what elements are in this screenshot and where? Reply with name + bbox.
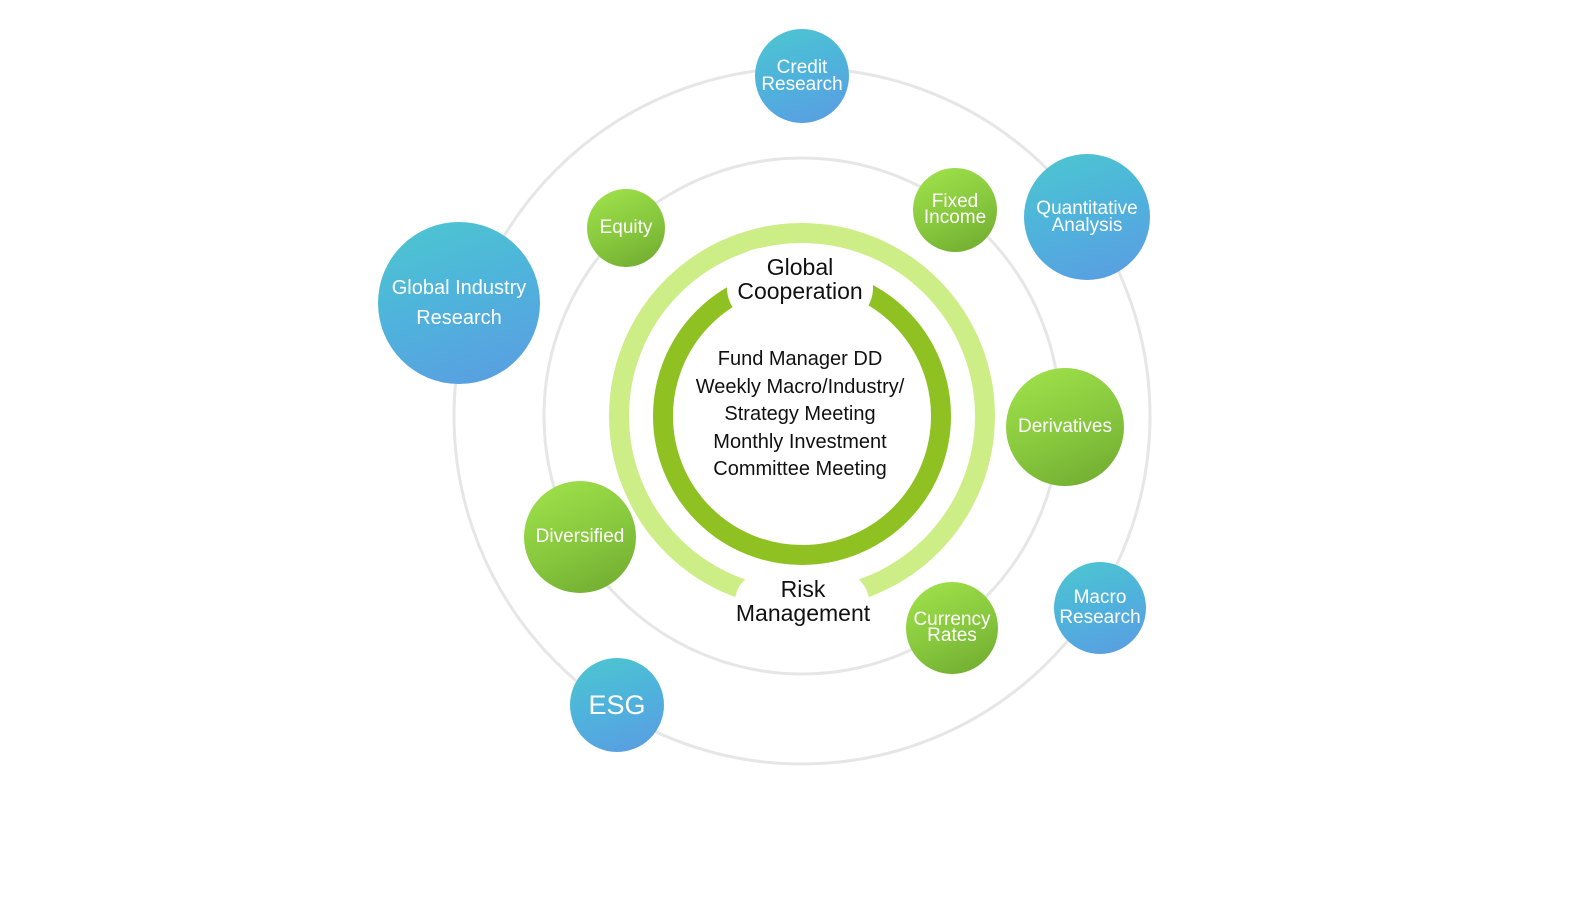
node-label: Derivatives	[1018, 416, 1112, 437]
center-line: Monthly Investment	[713, 430, 887, 453]
node-fixed-income[interactable]: Fixed Income	[913, 168, 997, 252]
node-label: Currency Rates	[913, 609, 991, 646]
node-macro-research[interactable]: Macro Research	[1054, 562, 1146, 654]
risk-management-label: Risk Management	[735, 576, 871, 626]
center-line: Strategy Meeting	[724, 403, 876, 425]
center-meetings-text: Fund Manager DD Weekly Macro/Industry/ S…	[660, 346, 940, 484]
node-label: Macro Research	[1059, 587, 1141, 628]
node-label: Fixed Income	[923, 191, 987, 228]
node-label: ESG	[588, 690, 646, 720]
node-label: Global Industry Research	[391, 277, 527, 329]
node-currency-rates[interactable]: Currency Rates	[906, 582, 998, 674]
node-global-industry-research[interactable]: Global Industry Research	[378, 222, 540, 384]
node-label: Diversified	[535, 526, 625, 547]
center-line: Weekly Macro/Industry/	[695, 375, 905, 398]
top-label-backdrop	[727, 248, 873, 324]
bottom-label-backdrop	[735, 572, 869, 634]
node-label: Equity	[599, 217, 653, 238]
node-diversified[interactable]: Diversified	[524, 481, 636, 593]
node-credit-research[interactable]: Credit Research	[755, 29, 849, 123]
center-line: Fund Manager DD	[717, 348, 883, 370]
node-esg[interactable]: ESG	[570, 658, 664, 752]
center-line: Committee Meeting	[713, 458, 887, 480]
global-cooperation-label: Global Cooperation	[737, 254, 863, 304]
node-quantitative-analysis[interactable]: Quantitative Analysis	[1024, 154, 1150, 280]
node-derivatives[interactable]: Derivatives	[1006, 368, 1124, 486]
node-label: Quantitative Analysis	[1036, 198, 1138, 236]
node-equity[interactable]: Equity	[587, 189, 665, 267]
node-label: Credit Research	[761, 57, 843, 95]
